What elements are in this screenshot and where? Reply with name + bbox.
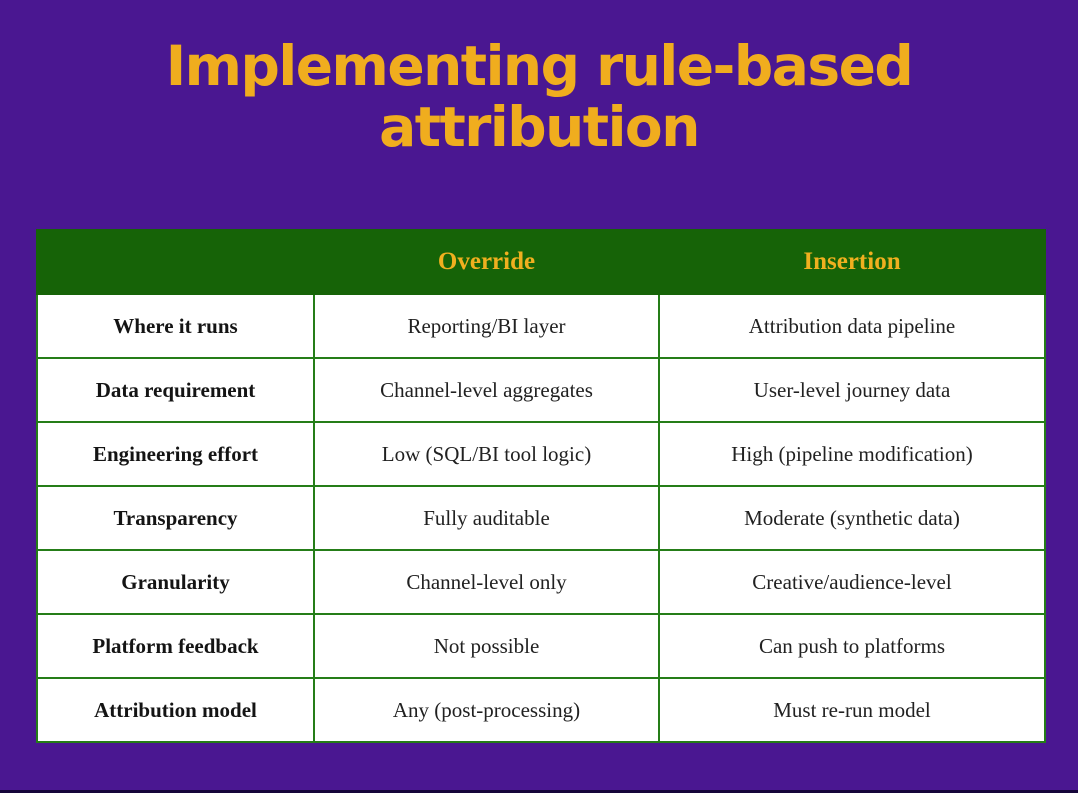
cell-override: Reporting/BI layer [313, 293, 660, 359]
cell-insertion: Creative/audience-level [658, 549, 1046, 615]
cell-insertion: Moderate (synthetic data) [658, 485, 1046, 551]
cell-override: Channel-level aggregates [313, 357, 660, 423]
cell-insertion: Can push to platforms [658, 613, 1046, 679]
row-label: Granularity [36, 549, 315, 615]
cell-override: Not possible [313, 613, 660, 679]
table-row: Granularity Channel-level only Creative/… [36, 549, 1046, 615]
cell-override: Low (SQL/BI tool logic) [313, 421, 660, 487]
table-row: Platform feedback Not possible Can push … [36, 613, 1046, 679]
bottom-edge-strip [0, 790, 1078, 793]
cell-insertion: Attribution data pipeline [658, 293, 1046, 359]
table-body: Where it runs Reporting/BI layer Attribu… [36, 293, 1046, 743]
slide-title: Implementing rule-based attribution [0, 36, 1078, 157]
row-label: Engineering effort [36, 421, 315, 487]
table-row: Where it runs Reporting/BI layer Attribu… [36, 293, 1046, 359]
row-label: Transparency [36, 485, 315, 551]
row-label: Where it runs [36, 293, 315, 359]
slide-title-text: Implementing rule-based attribution [165, 34, 914, 159]
row-label: Data requirement [36, 357, 315, 423]
header-cell-insertion: Insertion [658, 229, 1046, 295]
cell-insertion: Must re-run model [658, 677, 1046, 743]
table-header: Override Insertion [36, 229, 1046, 295]
cell-override: Fully auditable [313, 485, 660, 551]
table-row: Transparency Fully auditable Moderate (s… [36, 485, 1046, 551]
table-row: Attribution model Any (post-processing) … [36, 677, 1046, 743]
cell-override: Any (post-processing) [313, 677, 660, 743]
cell-insertion: High (pipeline modification) [658, 421, 1046, 487]
table-header-row: Override Insertion [36, 229, 1046, 295]
comparison-table: Override Insertion Where it runs Reporti… [36, 229, 1046, 743]
cell-insertion: User-level journey data [658, 357, 1046, 423]
row-label: Attribution model [36, 677, 315, 743]
header-cell-override: Override [313, 229, 660, 295]
table-row: Data requirement Channel-level aggregate… [36, 357, 1046, 423]
row-label: Platform feedback [36, 613, 315, 679]
table-row: Engineering effort Low (SQL/BI tool logi… [36, 421, 1046, 487]
header-cell-empty [36, 229, 315, 295]
cell-override: Channel-level only [313, 549, 660, 615]
